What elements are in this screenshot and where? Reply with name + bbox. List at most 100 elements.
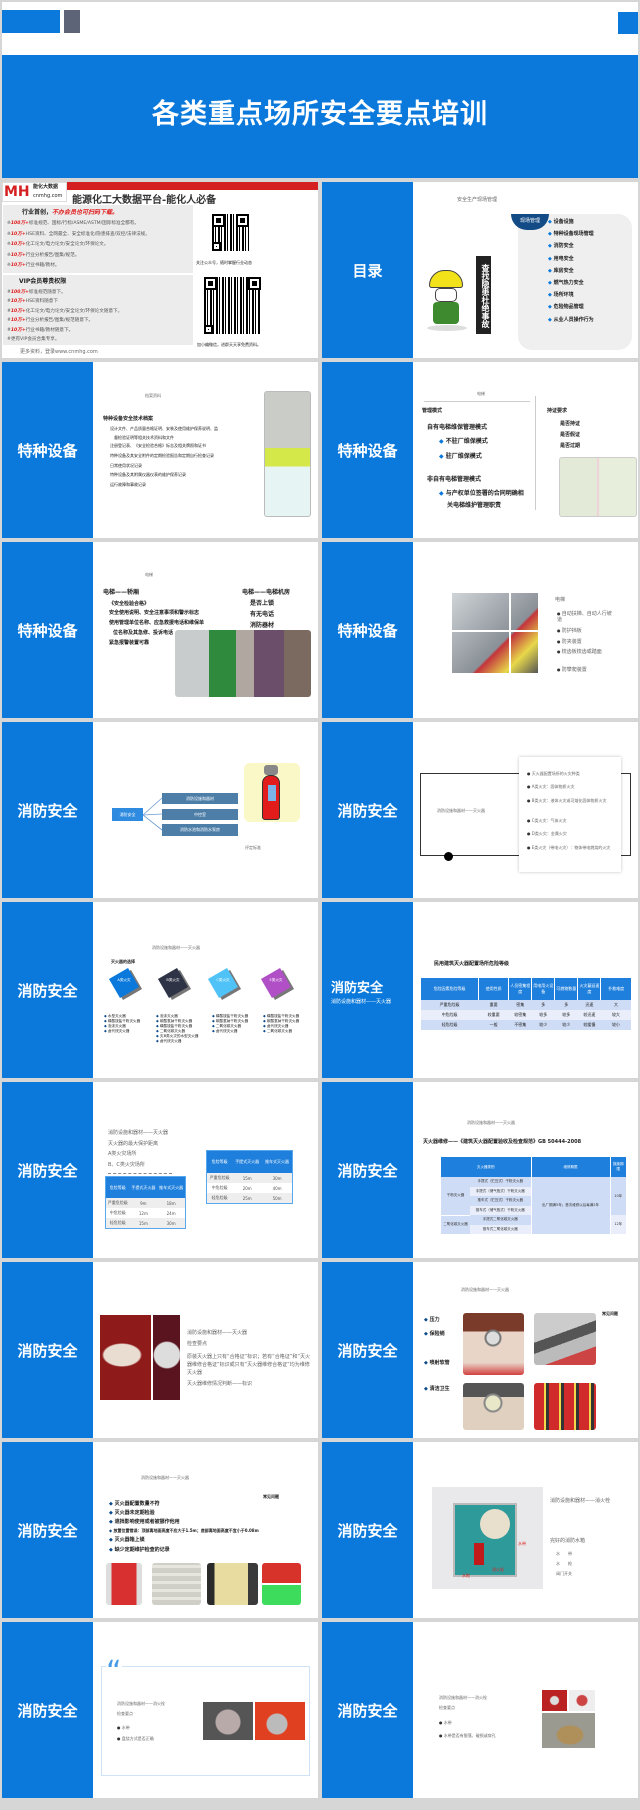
ad-more-link[interactable]: 更多资料，登录www.cnmhg.com — [20, 349, 98, 355]
mindmap-connectors — [143, 797, 163, 831]
ad-list-item: #10万+化工论文/电力论文/安全论文/环保论文随意下。 — [7, 309, 122, 314]
frame-label: 消防设施和器材——灭火器 — [437, 808, 485, 813]
slide-hydrant-box: 消防安全 水带 消火栓 水枪 消防设施和器材——消火栓 完好的消防水箱 水 带 … — [322, 1442, 638, 1618]
table-header: 手提式灭火器 — [131, 1184, 156, 1190]
table-cell: 不密集 — [514, 1022, 527, 1027]
hose-photo — [534, 1313, 596, 1365]
extinguisher-item: 泡沫灭火器 — [156, 1014, 178, 1018]
slide-title: 消防设施和器材——消火栓 — [439, 1695, 487, 1700]
slide-elevator-management: 特种设备 电梯 管理模式 自有电梯维保管理模式 不驻厂维保模式 驻厂维保模式 非… — [322, 362, 638, 538]
archive-item: 特种设备及其附属仪器仪表的维护保养记录 — [110, 472, 186, 477]
table-cell: 出厂期满5年；首次维修以后每满2年 — [530, 1177, 611, 1234]
table-cell: 轻危险级 — [109, 1220, 126, 1225]
slide-subtitle: 灭火器的选择 — [111, 959, 135, 964]
toc-item[interactable]: 设备设施 — [548, 219, 574, 226]
slide-title: 电梯 — [145, 572, 153, 577]
highlight: 100万+ — [10, 290, 29, 295]
slide-common-problems-photos: 消防安全 消防设施和器材——灭火器 常见问题 压力 保险销 喷射软管 清洁卫生 — [322, 1262, 638, 1438]
table-cell: 二氧化碳灭火器 — [441, 1214, 470, 1234]
table-cell: 重要 — [489, 1002, 498, 1007]
hose-coil-photo — [203, 1702, 253, 1740]
table-cell: 较密集 — [514, 1012, 527, 1017]
toc-item[interactable]: 用电安全 — [548, 256, 574, 263]
text-line: 灭火器维修情况判断——标识 — [187, 1381, 253, 1387]
table-header: 用电用火设备 — [531, 978, 555, 1000]
slide-title: 消防设施和器材——灭火器 — [467, 1120, 515, 1125]
toc-item[interactable]: 特种设备现场管理 — [548, 231, 594, 238]
table-cell: 手提式（储气瓶式）干粉灭火器 — [470, 1186, 532, 1196]
mindmap-root[interactable]: 消防安全 — [112, 808, 143, 821]
slide-subtitle: 检查要点 — [187, 1341, 208, 1347]
fire-type-item: 灭火器配置场所的火灾种类 — [527, 771, 580, 777]
elevator-photo — [175, 630, 311, 697]
highlight: 10万+ — [10, 318, 26, 324]
bullet-mark: # — [7, 318, 11, 324]
slide-side-label: 消防安全 — [322, 1622, 413, 1798]
slide-common-problems: 消防安全 消防设施和器材——灭火器 常见问题 灭火器配置数量不符灭火器未定期检验… — [2, 1442, 318, 1618]
toc-item[interactable]: 从业人员操作行为 — [548, 317, 594, 324]
fire-type-item: B类火灾：液体火灾或可熔化固体物质火灾 — [527, 798, 615, 805]
highlight: 10万+ — [10, 242, 26, 248]
maintenance-table: 灭火器类别 维修期限 报废期限 干粉灭火器手提式（贮压式）干粉灭火器出厂期满5年… — [441, 1157, 626, 1234]
bullet-mark: # — [7, 308, 11, 314]
escalator-item: 梳齿板梳齿或踏面 — [557, 649, 609, 656]
item-text: 行业书籍/教材。 — [25, 263, 60, 269]
worker-cartoon — [427, 270, 467, 332]
extinguisher-item: 卤代烷灭火器 — [212, 1029, 238, 1033]
pressure-gauge-photo — [463, 1313, 524, 1375]
slide-title: 消防设施和器材——消火栓 — [550, 1498, 611, 1504]
escalator-item: 防护挡板 — [557, 628, 582, 635]
photo-label: 消火栓 — [492, 1567, 504, 1572]
ad-intro: 行业首创，不办会员也可扫码下载。 — [22, 209, 119, 216]
slide-side-label: 消防安全 — [2, 722, 93, 898]
slide-side-label: 消防安全 — [331, 981, 384, 996]
toc-item[interactable]: 库房安全 — [548, 268, 574, 275]
certificate-image — [559, 457, 637, 517]
dashed-divider — [108, 1173, 172, 1174]
frame-dot — [444, 852, 453, 861]
slide-title: 消防设施和器材——灭火器 — [461, 1287, 509, 1292]
room-item: 消防器材 — [250, 622, 275, 629]
mode-item-cont: 关电梯维护管理职责 — [447, 502, 502, 509]
extinguisher-sign-image — [262, 1563, 301, 1605]
table-cell: 较缓慢 — [583, 1022, 596, 1027]
table-header: 使用性质 — [478, 978, 509, 1000]
extinguisher-label-photo — [153, 1315, 180, 1400]
quote-frame — [101, 1666, 310, 1776]
bullet-mark: # — [7, 299, 11, 305]
table-header: 推车式灭火器 — [159, 1184, 184, 1190]
table-header-row: 危险因素危险等级使用性质人员密集程度用电用火设备可燃物数量火灾蔓延速度扑救难度 — [419, 978, 631, 1000]
archive-item: 运行故障和事故记录 — [110, 482, 146, 487]
table-cell: 40m — [272, 1185, 282, 1191]
slide-title: 消防设施和器材——灭火器 — [187, 1330, 248, 1336]
car-item: 位名称及其急修、投诉电话 — [113, 630, 174, 636]
qr-code-official-account — [212, 214, 249, 251]
toc-item[interactable]: 危险物品管理 — [548, 305, 584, 311]
mindmap-branch[interactable]: 中控室 — [162, 809, 238, 820]
slide-hose-check: 消防安全 消防设施和器材——消火栓 检查要点 水带 水带是否有脱落、破损或穿孔 — [322, 1622, 638, 1798]
toc-item[interactable]: 消防安全 — [548, 244, 574, 250]
other-elevator-mode: 非自有电梯管理模式 — [427, 476, 482, 483]
table-cell: 9m — [140, 1200, 147, 1206]
toc-item[interactable]: 场所环境 — [548, 292, 574, 299]
table-cell: 手提式二氧化碳灭火器 — [470, 1215, 532, 1225]
table-cell: 18m — [166, 1200, 176, 1206]
slide-toc: 目录 安全生产现场管理 查找隐患杜绝事故 现场管理 设备设施特种设备现场管理消防… — [322, 182, 638, 358]
ad-list-item: #10万+行业分析报告/图集/规范随意下。 — [7, 318, 93, 323]
table-header: 火灾蔓延速度 — [577, 978, 601, 1000]
fire-class-label: B类火灾 — [166, 978, 180, 982]
slide-hazard-levels: 消防安全 消防设施和器材——灭火器 民用建筑灭火器配置场所危险等级 危险因素危险… — [322, 902, 638, 1078]
mindmap-branch[interactable]: 消防水池和消防水泵房 — [162, 824, 238, 836]
problem-item: 灭火器配置数量不符 — [109, 1501, 160, 1508]
mindmap-branch[interactable]: 消防设施和器材 — [162, 793, 238, 804]
toc-item[interactable]: 燃气热力安全 — [548, 280, 584, 287]
car-item: 紧急报警装置可靠 — [109, 640, 150, 646]
slide-hydrant-check: 消防安全 “ 消防设施和器材——消火栓 检查要点 水带 盘绕方式是否正确 — [2, 1622, 318, 1798]
item-text: 化工论文/电力论文/安全论文/环保论文。 — [25, 242, 109, 248]
escalator-item: 自动扶梯、自动人行坡道 — [557, 611, 613, 624]
highlight: 10万+ — [10, 231, 26, 237]
item-text: 行业分析报告/图集/规范。 — [25, 252, 80, 258]
